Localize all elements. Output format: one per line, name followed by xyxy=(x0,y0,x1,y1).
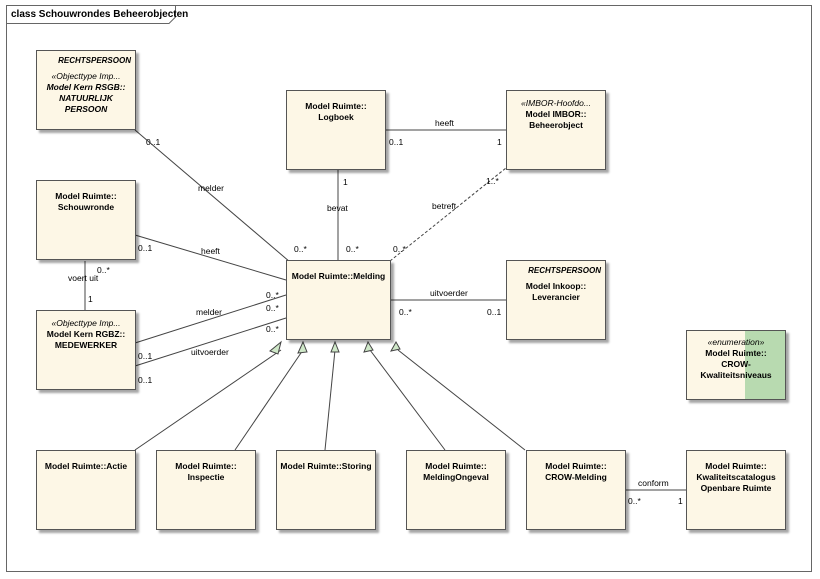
class-name: Model Ruimte:: xyxy=(705,461,767,471)
multiplicity: 0..* xyxy=(628,496,641,506)
stereotype: «Objecttype Imp... xyxy=(51,71,121,81)
assoc-schouwronde-melding xyxy=(134,234,287,281)
class-name: Model Ruimte::Actie xyxy=(44,461,128,471)
multiplicity: 0..1 xyxy=(138,375,153,385)
gen-arrowhead-storing xyxy=(330,340,340,353)
class-name: Model Ruimte:: xyxy=(175,461,237,471)
multiplicity: 0..1 xyxy=(138,243,153,253)
class-name: Model Ruimte:: xyxy=(705,348,767,358)
gen-arrowhead-inspectie xyxy=(297,340,308,354)
class-schouwronde[interactable]: Model Ruimte:: Schouwronde xyxy=(36,180,136,260)
class-inspectie[interactable]: Model Ruimte:: Inspectie xyxy=(156,450,256,530)
class-name: MEDEWERKER xyxy=(54,340,118,350)
role-label: uitvoerder xyxy=(430,288,468,298)
assoc-np-melding xyxy=(134,129,291,263)
class-name: Openbare Ruimte xyxy=(700,483,772,493)
class-name: CROW- xyxy=(721,359,751,369)
class-kwaliteitscatalogus[interactable]: Model Ruimte:: Kwaliteitscatalogus Openb… xyxy=(686,450,786,530)
multiplicity: 0..* xyxy=(266,324,279,334)
frame-title-tab xyxy=(6,5,176,24)
class-name: Model Inkoop:: xyxy=(525,281,587,291)
role-label: uitvoerder xyxy=(191,347,229,357)
role-label: voert uit xyxy=(68,273,99,283)
role-label: betreft xyxy=(432,201,457,211)
class-name: CROW-Melding xyxy=(545,472,607,482)
multiplicity: 1 xyxy=(497,137,502,147)
class-name: Model Kern RGBZ:: xyxy=(46,329,126,339)
assoc-medewerker-melding-uitvoerder xyxy=(134,317,287,367)
multiplicity: 0..* xyxy=(97,265,110,275)
multiplicity: 0..1 xyxy=(146,137,161,147)
multiplicity: 1 xyxy=(343,177,348,187)
multiplicity: 1..* xyxy=(486,176,499,186)
class-medewerker[interactable]: «Objecttype Imp... Model Kern RGBZ:: MED… xyxy=(36,310,136,390)
stereotype: «enumeration» xyxy=(707,337,765,347)
multiplicity: 0..* xyxy=(294,244,307,254)
class-name: Model Ruimte::Melding xyxy=(291,271,386,281)
stereotype: «IMBOR-Hoofdo... xyxy=(521,98,591,108)
class-name: NATUURLIJK xyxy=(59,93,113,103)
gen-arrowhead-actie xyxy=(269,340,282,355)
class-name: Logboek xyxy=(318,112,354,122)
multiplicity: 0..1 xyxy=(487,307,502,317)
class-crow-melding[interactable]: Model Ruimte:: CROW-Melding xyxy=(526,450,626,530)
multiplicity: 0..* xyxy=(346,244,359,254)
multiplicity: 1 xyxy=(678,496,683,506)
class-name: Kwaliteitsniveaus xyxy=(700,370,772,380)
class-crow-kwaliteitsniveaus[interactable]: «enumeration» Model Ruimte:: CROW- Kwali… xyxy=(686,330,786,400)
multiplicity: 1 xyxy=(88,294,93,304)
gen-actie xyxy=(134,349,282,451)
class-name: Model Ruimte:: xyxy=(425,461,487,471)
gen-crow-melding xyxy=(397,349,526,451)
class-melding[interactable]: Model Ruimte::Melding xyxy=(286,260,391,340)
multiplicity: 0..* xyxy=(266,290,279,300)
role-label: conform xyxy=(638,478,669,488)
class-name: Model Kern RSGB:: xyxy=(46,82,126,92)
multiplicity: 0..* xyxy=(393,244,406,254)
class-leverancier[interactable]: RECHTSPERSOON Model Inkoop:: Leverancier xyxy=(506,260,606,340)
role-label: melder xyxy=(198,183,224,193)
class-name: Model Ruimte::Storing xyxy=(280,461,372,471)
stereotype-tag: RECHTSPERSOON xyxy=(528,266,601,275)
class-name: PERSOON xyxy=(64,104,108,114)
class-beheerobject[interactable]: «IMBOR-Hoofdo... Model IMBOR:: Beheerobj… xyxy=(506,90,606,170)
stereotype: «Objecttype Imp... xyxy=(51,318,121,328)
gen-arrowhead-crow-melding xyxy=(390,340,401,352)
class-storing[interactable]: Model Ruimte::Storing xyxy=(276,450,376,530)
diagram-title: class Schouwrondes Beheerobjecten xyxy=(11,9,189,20)
assoc-medewerker-melding-melder xyxy=(134,294,287,344)
class-name: Model Ruimte:: xyxy=(55,191,117,201)
class-logboek[interactable]: Model Ruimte:: Logboek xyxy=(286,90,386,170)
class-name: Model Ruimte:: xyxy=(305,101,367,111)
gen-meldingongeval xyxy=(369,349,446,451)
class-name: Beheerobject xyxy=(529,120,583,130)
class-name: MeldingOngeval xyxy=(423,472,489,482)
class-name: Schouwronde xyxy=(57,202,115,212)
multiplicity: 0..* xyxy=(399,307,412,317)
multiplicity: 0..* xyxy=(266,303,279,313)
class-actie[interactable]: Model Ruimte::Actie xyxy=(36,450,136,530)
multiplicity: 0..1 xyxy=(389,137,404,147)
class-meldingongeval[interactable]: Model Ruimte:: MeldingOngeval xyxy=(406,450,506,530)
role-label: bevat xyxy=(327,203,348,213)
class-natuurlijk-persoon[interactable]: RECHTSPERSOON «Objecttype Imp... Model K… xyxy=(36,50,136,130)
role-label: heeft xyxy=(435,118,454,128)
class-name: Model Ruimte:: xyxy=(545,461,607,471)
gen-storing xyxy=(324,349,336,451)
multiplicity: 0..1 xyxy=(138,351,153,361)
class-name: Model IMBOR:: xyxy=(525,109,587,119)
gen-inspectie xyxy=(234,349,304,451)
class-name: Leverancier xyxy=(532,292,580,302)
class-name: Inspectie xyxy=(187,472,225,482)
gen-arrowhead-meldingongeval xyxy=(363,340,374,353)
stereotype-tag: RECHTSPERSOON xyxy=(58,56,131,65)
class-name: Kwaliteitscatalogus xyxy=(696,472,776,482)
role-label: melder xyxy=(196,307,222,317)
role-label: heeft xyxy=(201,246,220,256)
